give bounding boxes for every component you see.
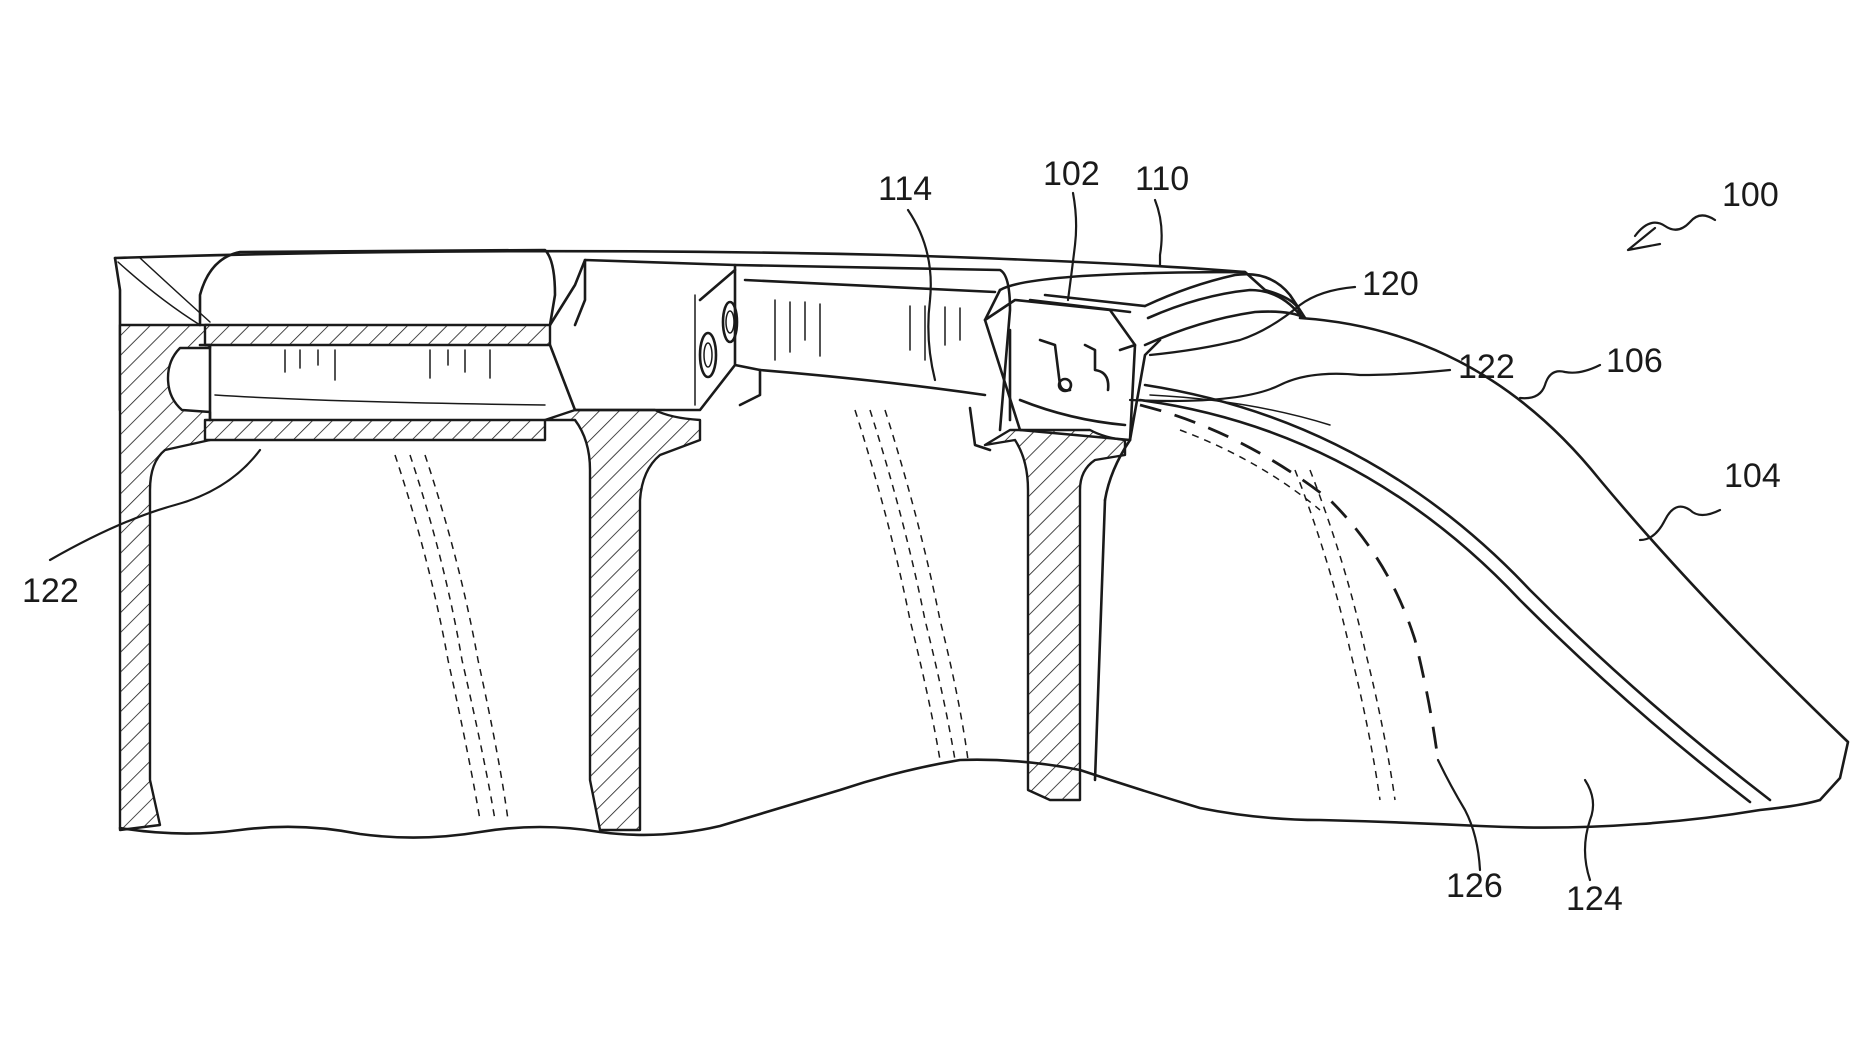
airflow-path-126 [1140,405,1438,760]
leader-106 [1520,365,1600,398]
ref-104: 104 [1724,457,1781,495]
reference-numerals: 100 102 110 114 120 122 106 104 122 126 … [22,155,1781,918]
middle-column-right [985,430,1125,800]
leader-124 [1585,780,1593,880]
seal-assembly [985,272,1305,440]
ref-124: 124 [1566,880,1623,918]
first-cavity-upper-plate [205,325,550,345]
leader-110 [1155,200,1162,265]
ref-122-upper: 122 [1458,348,1515,386]
hidden-lines [395,410,1395,820]
liner-panel [1095,318,1848,802]
ref-102: 102 [1043,155,1100,193]
first-cavity-lower-plate [205,420,545,440]
leader-104 [1640,507,1720,540]
ref-120: 120 [1362,265,1419,303]
ref-122-lower: 122 [22,572,79,610]
leader-126 [1438,760,1480,870]
first-cavity-ribs [200,345,545,420]
second-cavity [735,265,1010,450]
leader-114 [908,210,935,380]
ref-110: 110 [1135,160,1189,198]
ref-100: 100 [1722,176,1779,214]
leader-100 [1635,215,1715,236]
leader-102 [1068,193,1076,300]
middle-column-left [545,410,700,830]
ref-106: 106 [1606,342,1663,380]
arrow-100 [1628,228,1660,250]
left-outer-wall [120,325,210,830]
ref-114: 114 [878,170,932,208]
ref-126: 126 [1446,867,1503,905]
break-line [120,760,1820,838]
connector-block [550,260,737,410]
leader-122-lower [50,450,260,560]
